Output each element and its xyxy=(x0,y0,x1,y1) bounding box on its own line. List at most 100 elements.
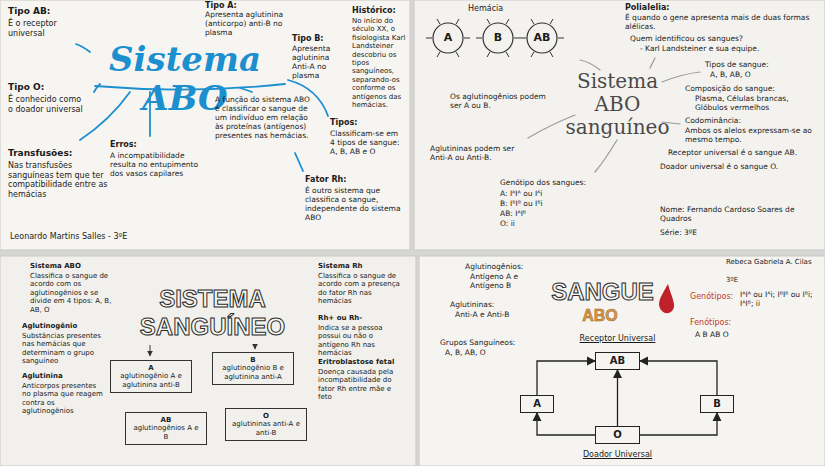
body-text: É o receptor universal xyxy=(8,19,83,38)
body-text: A função do sistema ABO é classificar o … xyxy=(215,95,315,140)
author-name: Leonardo Martins Salles - 3ºE xyxy=(10,232,190,242)
body-text: Substâncias presentes nas hemácias que d… xyxy=(22,332,104,366)
heading: Eritroblastose fetal xyxy=(318,358,406,366)
heading: Erros: xyxy=(110,140,170,150)
cell-antigens xyxy=(476,19,520,57)
body-text: A incompatibilidade resulta no entupimen… xyxy=(110,151,205,178)
heading: Histórico: xyxy=(352,6,408,16)
author-name: Nome: Fernando Cardoso Soares de Quadros xyxy=(660,205,820,223)
heading: Tipos de sangue: xyxy=(705,60,805,69)
author-class: 3ºE xyxy=(726,276,786,284)
box-heading: O xyxy=(596,429,639,441)
heading: Polialelia: xyxy=(625,3,705,13)
cell-outline xyxy=(483,23,513,53)
body-text: A, B, AB, O xyxy=(445,348,525,357)
blood-group-box: O xyxy=(595,426,640,444)
heading: Hemácia xyxy=(468,4,528,14)
branch-line xyxy=(595,140,617,172)
box-heading: A xyxy=(444,31,453,44)
heading: Aglutininas: xyxy=(450,300,540,309)
paper-sheet xyxy=(419,256,825,466)
body-text: É conhecido como o doador universal xyxy=(8,95,88,114)
body-text: No início do século XX, o fisiologista K… xyxy=(352,17,408,109)
title: SISTEMA SANGUÍNEO xyxy=(120,285,305,340)
body-text: Plasma, Células brancas, Glóbulos vermel… xyxy=(695,94,810,112)
heading: Aglutinogênios: xyxy=(465,262,555,271)
heading: Fenótipos: xyxy=(690,318,750,328)
compatibility-arrow xyxy=(640,361,717,395)
compatibility-arrow xyxy=(537,413,595,435)
body-text: Os aglutinogênios podem ser A ou B. xyxy=(450,92,550,110)
subtitle: ABO xyxy=(560,307,640,325)
cell-antigens xyxy=(426,19,470,57)
branch-line xyxy=(580,60,600,70)
box-heading: B xyxy=(217,356,289,364)
body-text: Apresenta aglutinina (anticorpo) anti-B … xyxy=(205,10,305,37)
genotype-text: O: ii xyxy=(500,219,610,228)
genotype-text: B: IᴮIᴮ ou Iᴮi xyxy=(500,199,610,208)
role-label: Receptor Universal xyxy=(575,334,660,344)
paper-sheet xyxy=(414,0,825,250)
heading: Genótipo dos sangues: xyxy=(500,178,610,187)
heading: Grupos Sanguíneos: xyxy=(440,338,530,347)
red-cell-circle: A xyxy=(432,22,464,54)
box-heading: AB xyxy=(130,416,202,424)
blood-group-box: B xyxy=(700,395,734,413)
branch-line xyxy=(295,153,303,171)
body-text: Anti-A e Anti-B xyxy=(455,310,545,319)
branch-line xyxy=(94,84,100,92)
body-text: Ambos os alelos expressam-se ao mesmo te… xyxy=(685,126,820,144)
body-text: Classifica o sangue de acordo com a pres… xyxy=(318,272,406,306)
branch-line xyxy=(76,44,90,52)
paper-sheet xyxy=(0,0,410,250)
leader-line xyxy=(255,344,256,349)
author-name: Rebeca Gabriela A. Cilas xyxy=(726,258,821,266)
heading: Transfusões: xyxy=(8,148,98,159)
body-text: Doença causada pela incompatibilidade do… xyxy=(318,368,406,402)
leader-line xyxy=(150,345,151,356)
box-heading: AB xyxy=(596,355,639,367)
blood-drop xyxy=(659,284,674,313)
heading: Aglutinogênio xyxy=(22,322,112,330)
box-heading: B xyxy=(494,31,502,44)
body-text: IᴬIᴬ ou Iᴬi; IᴮIᴮ ou Iᴮi; IᴬIᴮ; ii xyxy=(740,290,820,308)
heading: Codominância: xyxy=(685,116,805,125)
compatibility-arrow xyxy=(537,361,595,395)
body-text: Anticorpos presentes no plasma que reage… xyxy=(22,382,104,416)
title: Sistema ABO sanguíneo xyxy=(560,70,675,139)
red-cell-circle: AB xyxy=(526,22,558,54)
body-text: Classificam-se em 4 tipos de sangue: A, … xyxy=(330,129,405,156)
genotype-text: A: IᴬIᴬ ou Iᴬi xyxy=(500,189,610,198)
genotype-text: AB: IᴬIᴮ xyxy=(500,209,610,218)
cell-outline xyxy=(527,23,557,53)
blood-type-box: ABaglutinogênios A e B xyxy=(125,412,207,445)
branch-line xyxy=(650,58,655,68)
heading: Rh+ ou Rh- xyxy=(318,314,406,322)
body-text: Aglutininas podem ser Anti-A ou Anti-B. xyxy=(430,144,515,162)
blood-group-box: A xyxy=(520,395,554,413)
cell-antigens xyxy=(520,19,564,57)
box-heading: A xyxy=(115,364,187,372)
heading: Sistema Rh xyxy=(318,262,406,270)
body-text: Quem identificou os sangues? xyxy=(630,34,810,43)
blood-group-box: AB xyxy=(595,352,640,370)
role-label: Doador Universal xyxy=(575,450,660,460)
red-cell-circle: B xyxy=(482,22,514,54)
body-text: A, B, AB, O xyxy=(710,70,790,79)
box-heading: AB xyxy=(534,31,551,44)
heading: Fator Rh: xyxy=(305,175,395,185)
body-text: - Karl Landsteiner e sua equipe. xyxy=(640,44,810,53)
heading: Tipo B: xyxy=(292,34,347,44)
body-text: Receptor universal é o sangue AB. xyxy=(668,148,820,157)
heading: Composição do sangue: xyxy=(685,84,805,93)
body-text: A B AB O xyxy=(695,330,775,339)
heading: Tipo AB: xyxy=(8,6,78,17)
paper-sheet xyxy=(0,256,416,466)
author-class: Série: 3ºE xyxy=(660,228,760,237)
body-text: Doador universal é o sangue O. xyxy=(660,162,810,171)
compatibility-arrow xyxy=(617,370,618,426)
blood-type-box: Oaglutininas anti-A e anti-B xyxy=(225,408,307,441)
blood-type-box: Baglutinogênio B e aglutinina anti-A xyxy=(212,352,294,385)
body-text: Apresenta aglutinina Anti-A no plasma xyxy=(292,44,347,80)
body-text: É outro sistema que classifica o sangue,… xyxy=(305,186,405,222)
